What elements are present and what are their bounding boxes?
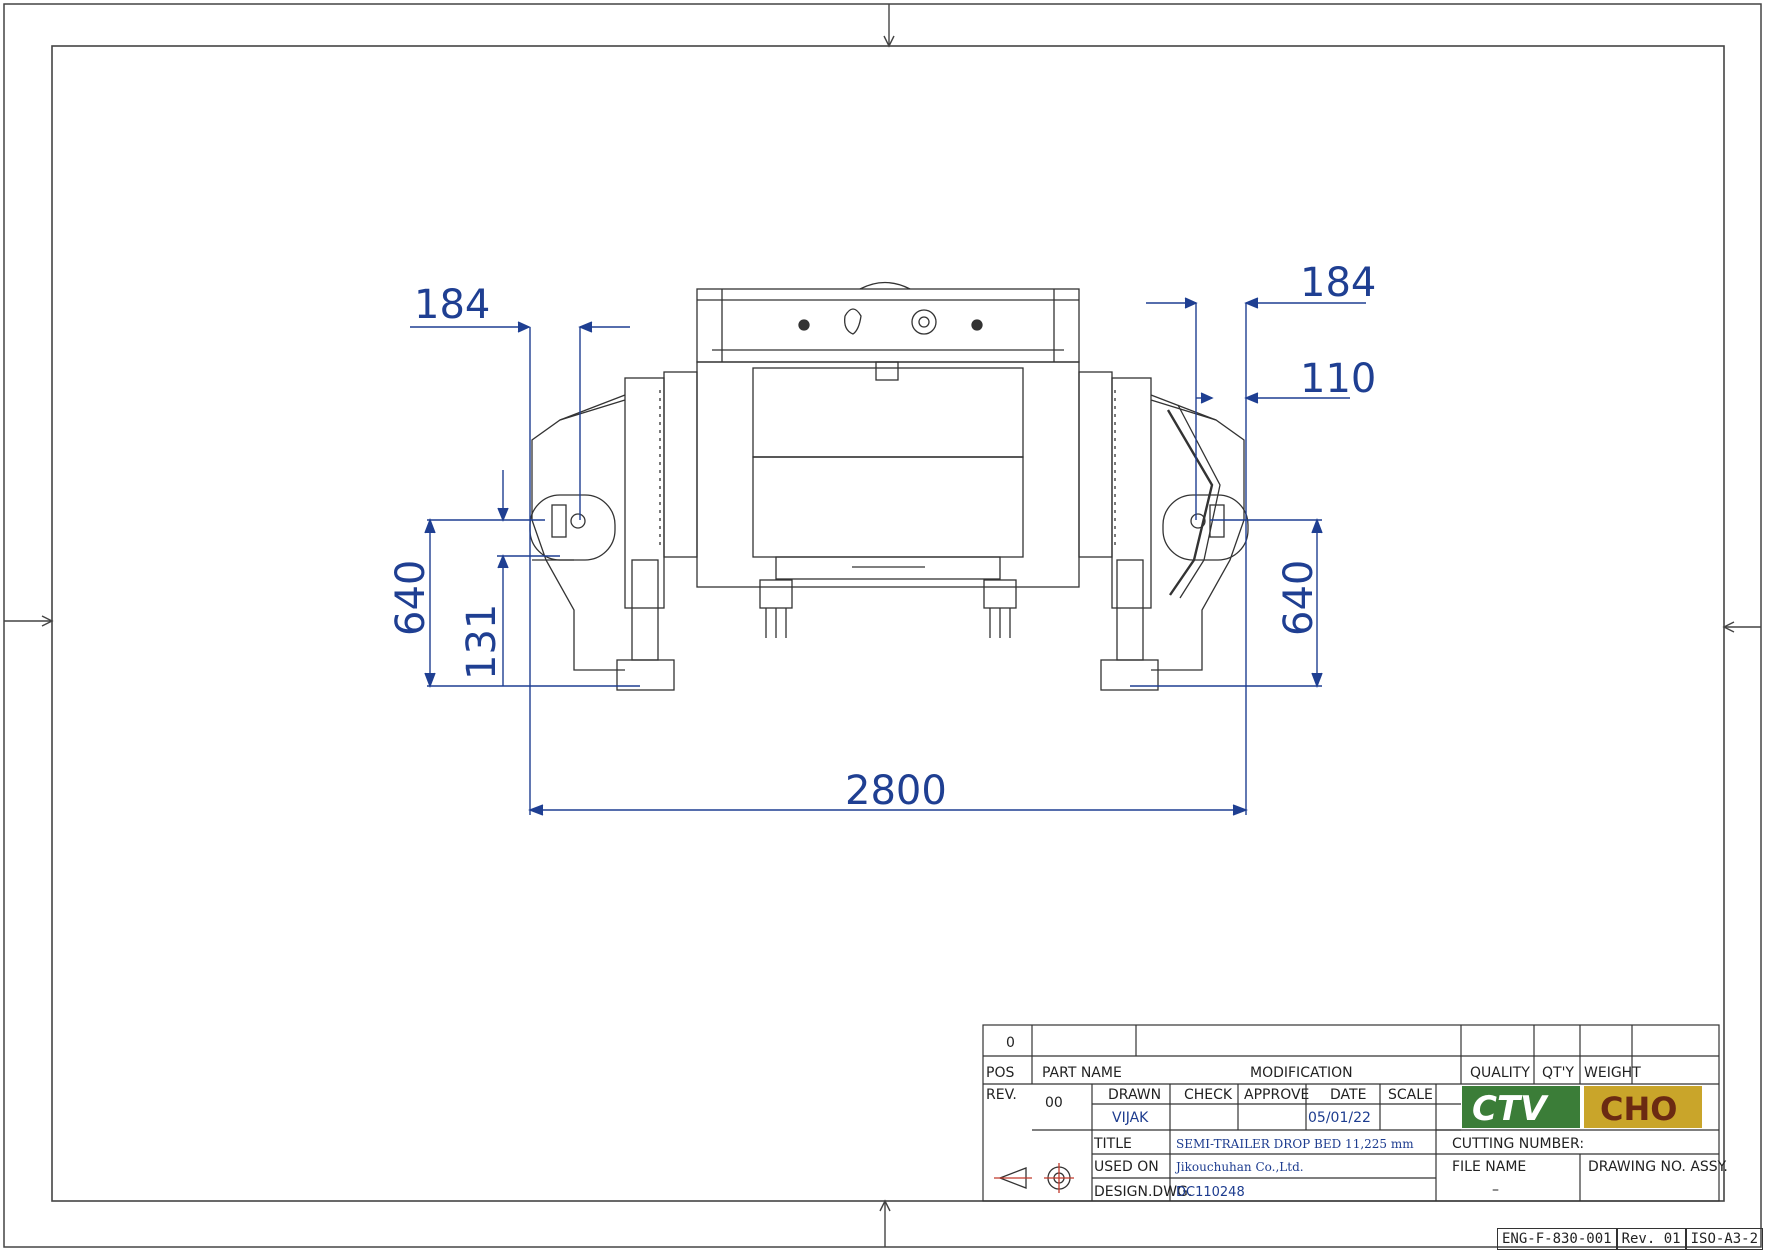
modification-label: MODIFICATION xyxy=(1250,1065,1353,1081)
paper-size: ISO-A3-2 xyxy=(1685,1228,1764,1250)
design-dwg-label: DESIGN.DWG. xyxy=(1094,1184,1192,1200)
used-on-label: USED ON xyxy=(1094,1159,1159,1175)
form-code-footer: ENG-F-830-001 Rev. 01 ISO-A3-2 xyxy=(1497,1228,1764,1250)
used-on-value: Jikouchuhan Co.,Ltd. xyxy=(1174,1160,1304,1174)
dim-right-640: 640 xyxy=(1276,560,1322,636)
date-value: 05/01/22 xyxy=(1308,1110,1371,1126)
drawing-no-label: DRAWING NO. ASSY. xyxy=(1588,1159,1728,1175)
cutting-number-label: CUTTING NUMBER: xyxy=(1452,1136,1584,1152)
cho-logo: CHO xyxy=(1584,1086,1702,1128)
pos-label: POS xyxy=(986,1065,1014,1081)
title-value: SEMI-TRAILER DROP BED 11,225 mm xyxy=(1176,1137,1414,1151)
form-code: ENG-F-830-001 xyxy=(1497,1228,1617,1250)
drawn-label: DRAWN xyxy=(1108,1087,1161,1103)
dim-top-right-184: 184 xyxy=(1300,260,1376,306)
part-name-label: PART NAME xyxy=(1042,1065,1122,1081)
ctv-logo: CTV xyxy=(1462,1086,1580,1129)
centering-marks xyxy=(4,4,1761,1247)
check-label: CHECK xyxy=(1184,1087,1233,1103)
trailer-rear-view xyxy=(529,281,1249,691)
file-name-value: – xyxy=(1492,1182,1499,1198)
rev-value: 00 xyxy=(1045,1095,1063,1111)
qty-label: QT'Y xyxy=(1542,1065,1574,1081)
scale-label: SCALE xyxy=(1388,1087,1433,1103)
projection-symbol-icon xyxy=(994,1163,1074,1193)
form-revision: Rev. 01 xyxy=(1616,1228,1686,1250)
ctv-logo-text: CTV xyxy=(1472,1089,1549,1129)
approve-label: APPROVE xyxy=(1244,1087,1309,1103)
design-dwg-value: DC110248 xyxy=(1176,1185,1245,1200)
dim-top-left-184: 184 xyxy=(414,282,490,328)
dimension-labels: 184 184 110 640 131 640 2800 xyxy=(388,260,1376,814)
rev-label: REV. xyxy=(986,1087,1017,1103)
file-name-label: FILE NAME xyxy=(1452,1159,1526,1175)
date-label: DATE xyxy=(1330,1087,1366,1103)
title-label: TITLE xyxy=(1093,1136,1132,1152)
dim-left-640: 640 xyxy=(388,560,434,636)
quality-label: QUALITY xyxy=(1470,1065,1530,1081)
title-block: 0 POS PART NAME MODIFICATION QUALITY QT'… xyxy=(982,1024,1728,1202)
drawn-value: VIJAK xyxy=(1112,1110,1149,1126)
drawing-frame xyxy=(3,3,1762,1248)
dim-left-131: 131 xyxy=(459,604,505,680)
pos-value: 0 xyxy=(1006,1035,1015,1051)
dim-overall-2800: 2800 xyxy=(845,768,947,814)
cho-logo-text: CHO xyxy=(1600,1090,1677,1128)
weight-label: WEIGHT xyxy=(1584,1065,1641,1081)
dim-right-110: 110 xyxy=(1300,356,1376,402)
dimension-lines xyxy=(410,297,1366,816)
